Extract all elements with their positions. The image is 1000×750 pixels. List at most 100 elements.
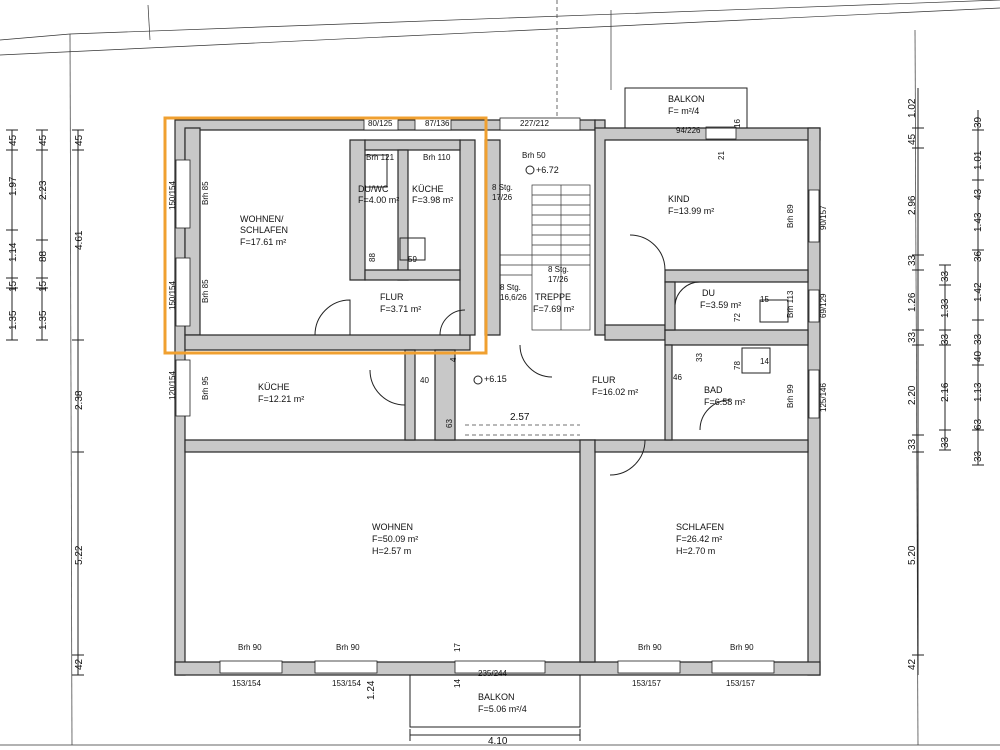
room-area: F=7.69 m² [533, 304, 574, 314]
dim-label: 17 [453, 643, 462, 652]
stair-label: 8 Stg. [492, 183, 513, 192]
windows [175, 117, 820, 674]
dim-label: 4 [449, 357, 458, 362]
dim-label: 88 [38, 250, 49, 262]
room-area: F=13.99 m² [668, 206, 714, 216]
dim-label: 1.33 [940, 298, 951, 318]
dim-label: 14 [760, 357, 769, 366]
window-label: 235/244 [478, 669, 507, 678]
window-label: 125/146 [819, 383, 828, 412]
room-area: F= m²/4 [668, 106, 699, 116]
room-balkon-bottom: BALKON F=5.06 m²/4 235/244 17 14 1.24 4.… [366, 643, 527, 747]
dim-label: 15 [8, 280, 19, 292]
window-label: 153/154 [232, 679, 261, 688]
room-name: BAD [704, 385, 723, 395]
dim-label: 42 [907, 658, 918, 670]
room-area: F=3.71 m² [380, 304, 421, 314]
dim-label: 1.35 [38, 310, 49, 330]
room-name: KÜCHE [412, 184, 444, 194]
room-name: FLUR [592, 375, 616, 385]
shower-icon [741, 347, 771, 374]
room-name: WOHNEN/SCHLAFEN [240, 214, 288, 235]
balconies [409, 87, 748, 728]
dim-label: 2.23 [38, 180, 49, 200]
dim-label: 88 [368, 253, 377, 262]
dim-label: 1.24 [366, 680, 377, 700]
level-label: +6.72 [536, 165, 559, 175]
dim-label: 72 [733, 313, 742, 322]
dim-label: 45 [8, 134, 19, 146]
window-label: 94/226 [676, 126, 701, 135]
stair-label: 8 Stg. [548, 265, 569, 274]
dim-label: 15 [38, 280, 49, 292]
brh-label: Brh 99 [786, 384, 795, 408]
brh-label: Brh 90 [336, 643, 360, 652]
room-area: F=17.61 m² [240, 237, 286, 247]
dims-bottom [409, 729, 581, 741]
dim-label: 1.35 [8, 310, 19, 330]
window-label: 90/157 [819, 205, 828, 230]
dim-label: 4.10 [488, 736, 508, 747]
room-du-wc: DU/WC F=4.00 m² Brh 121 88 80/125 [358, 119, 399, 262]
room-area: F=6.58 m² [704, 397, 745, 407]
room-area: F=5.06 m²/4 [478, 704, 527, 714]
brh-label: Brh 121 [366, 153, 395, 162]
room-balkon-top: BALKON F= m²/4 94/226 21 16 [668, 94, 742, 160]
level-label: +6.15 [484, 374, 507, 384]
room-name: BALKON [478, 692, 515, 702]
room-name: FLUR [380, 292, 404, 302]
dim-label: 5.22 [74, 545, 85, 565]
room-area: F=3.98 m² [412, 195, 453, 205]
room-schlafen: SCHLAFEN F=26.42 m² H=2.70 m Brh 90 Brh … [632, 522, 755, 688]
dim-label: 1.26 [907, 292, 918, 312]
dim-label: 45 [74, 134, 85, 146]
stair-label: 16,6/26 [500, 293, 527, 302]
dim-label: 42 [74, 658, 85, 670]
dim-label: 33 [940, 333, 951, 345]
window-label: 153/157 [726, 679, 755, 688]
window-label: 120/154 [168, 371, 177, 400]
dim-label: 40 [973, 350, 984, 362]
room-wohnen: WOHNEN F=50.09 m² H=2.57 m Brh 90 Brh 90… [232, 522, 418, 688]
dim-label: 33 [973, 450, 984, 462]
brh-label: Brh 90 [238, 643, 262, 652]
brh-label: Brh 95 [201, 376, 210, 400]
brh-label: Brh 110 [423, 153, 451, 162]
room-du: DU F=3.59 m² 15 72 Brh 113 69/129 [700, 288, 828, 322]
dim-label: 1.13 [973, 382, 984, 402]
fixtures [364, 154, 789, 374]
brh-label: Brh 89 [786, 204, 795, 228]
dims-right: 1.02 45 2.96 33 1.26 33 2.20 33 5.20 42 … [907, 88, 984, 675]
stair-label: 8 Stg. [500, 283, 521, 292]
brh-label: Brh 85 [201, 181, 210, 205]
room-name: KÜCHE [258, 382, 290, 392]
dim-label: 33 [973, 333, 984, 345]
room-wohnen-schlafen: WOHNEN/SCHLAFEN F=17.61 m² Brh 85 Brh 85… [168, 181, 288, 310]
highlight-box [163, 116, 488, 355]
dim-label: 33 [907, 254, 918, 266]
level-marker-icon [525, 165, 535, 175]
dim-label: 78 [733, 361, 742, 370]
dim-label: 39 [973, 116, 984, 128]
toilet-icon [364, 154, 388, 188]
dim-label: 63 [973, 418, 984, 430]
room-name: BALKON [668, 94, 705, 104]
window-label: 153/154 [332, 679, 361, 688]
brh-label: Brh 85 [201, 279, 210, 303]
dim-label: 63 [445, 419, 454, 428]
room-flur-small: FLUR F=3.71 m² [380, 292, 421, 314]
room-area: F=4.00 m² [358, 195, 399, 205]
dim-label: 5.20 [907, 545, 918, 565]
dim-label: 1.42 [973, 282, 984, 302]
window-label: 80/125 [368, 119, 393, 128]
room-name: SCHLAFEN [676, 522, 724, 532]
window-label: 227/212 [520, 119, 549, 128]
room-area: F=16.02 m² [592, 387, 638, 397]
room-kind: KIND F=13.99 m² Brh 89 90/157 [668, 194, 828, 230]
dim-label: 1.01 [973, 150, 984, 170]
room-flur: FLUR F=16.02 m² +6.15 40 63 2.57 4 [420, 357, 638, 428]
window-label: 153/157 [632, 679, 661, 688]
level-markers [473, 165, 535, 385]
dim-label: 33 [940, 436, 951, 448]
